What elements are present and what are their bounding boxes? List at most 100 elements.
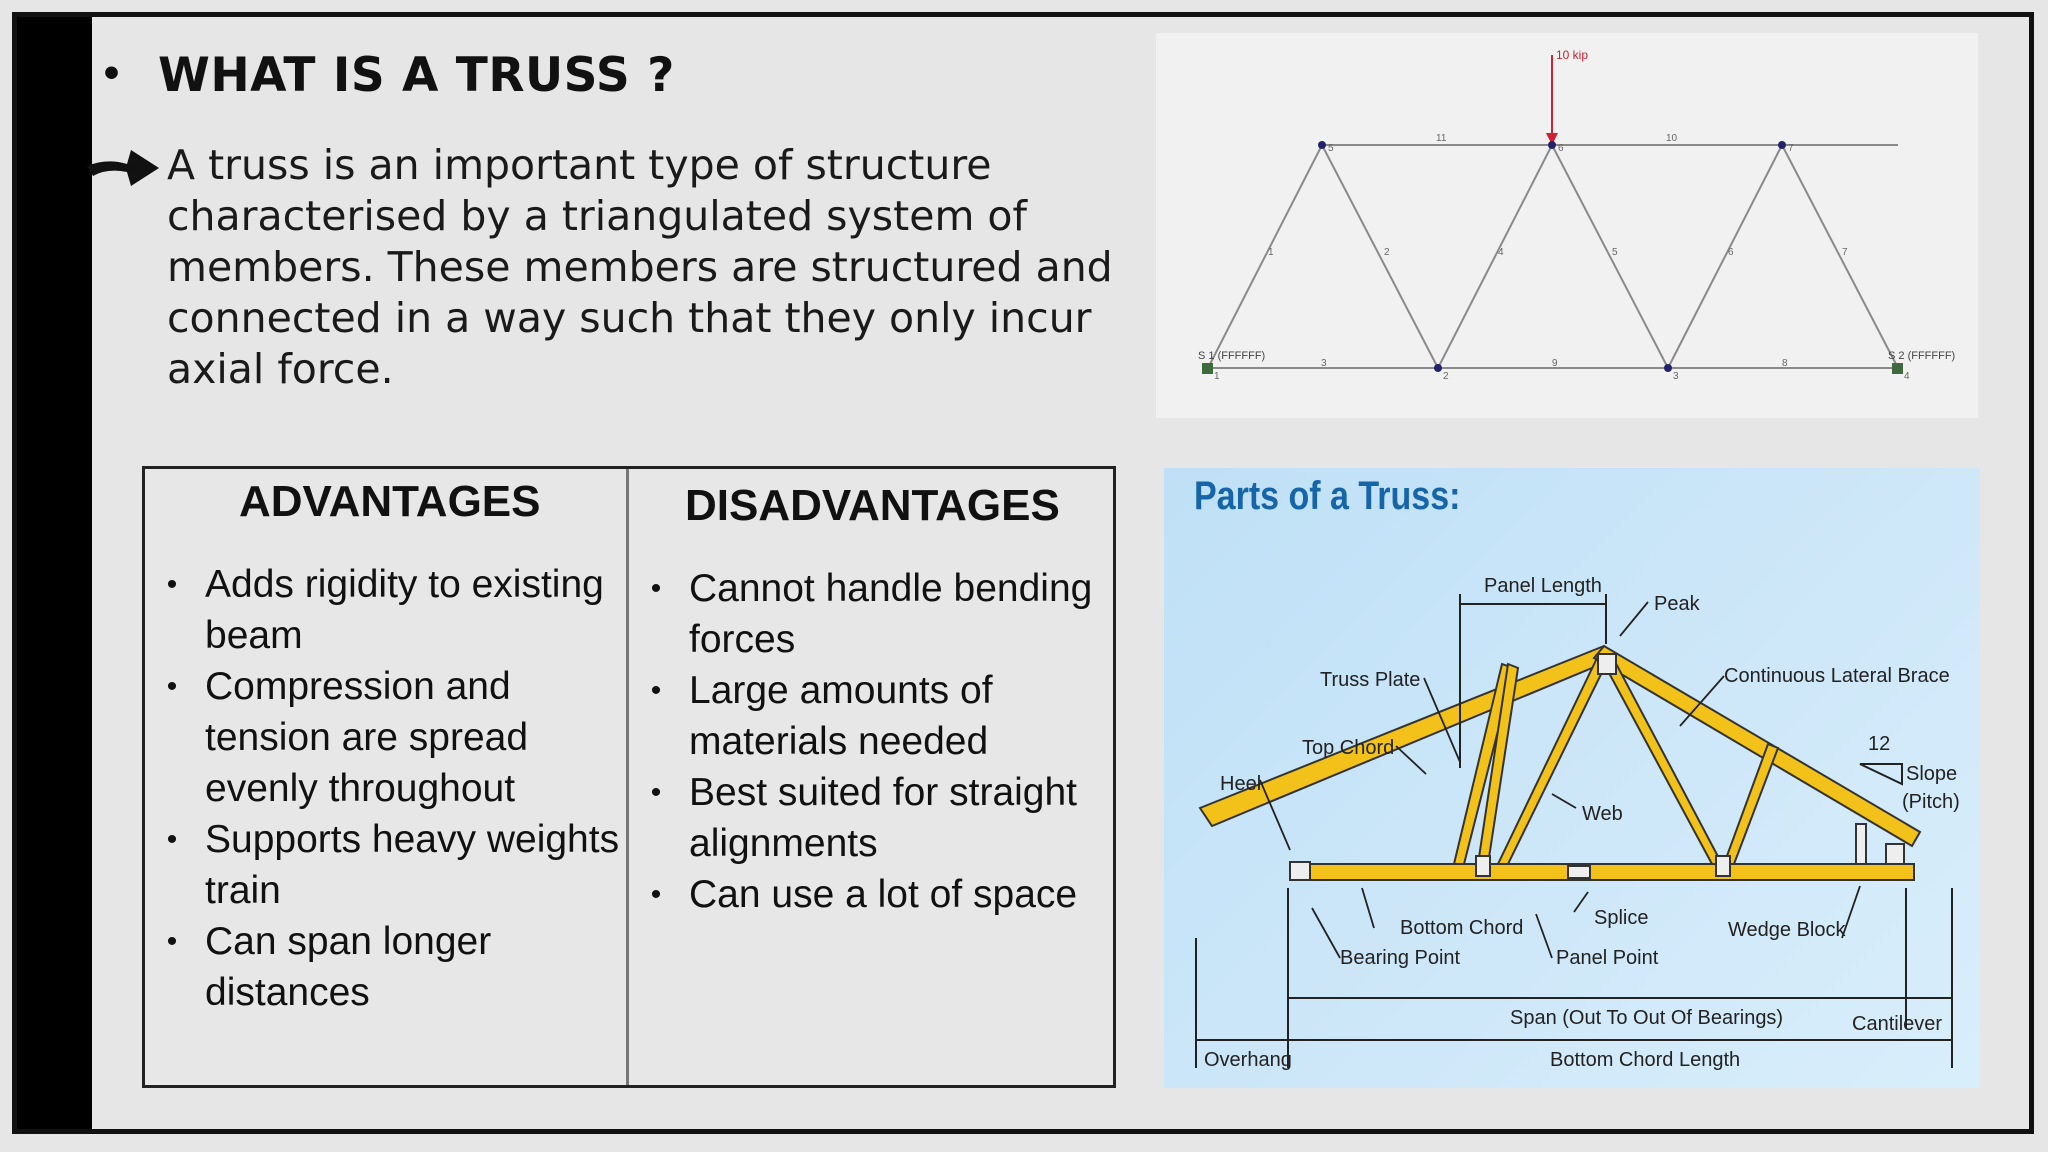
bottom-chord-length-label: Bottom Chord Length [1550,1049,1740,1071]
list-item: • Large amounts of materials needed [641,665,1111,767]
member-label: 2 [1384,247,1390,258]
advantages-list: • Adds rigidity to existing beam • Compress… [157,559,627,1018]
item-line: alignments [689,822,878,865]
truss-plate-label: Truss Plate [1320,669,1420,691]
node-label: 5 [1328,143,1334,154]
item-line: tension are spread [205,716,529,759]
slide-title: • WHAT IS A TRUSS ? [100,48,675,103]
bullet-icon: • [650,878,662,911]
item-line: distances [205,971,370,1014]
intro-paragraph: A truss is an important type of structur… [167,140,1127,395]
left-accent-bar [17,17,92,1129]
bullet-icon: • [650,776,662,809]
arrow-bullet-icon [87,150,159,186]
support-right-icon [1892,363,1903,374]
title-text: WHAT IS A TRUSS ? [158,48,675,103]
bottom-chord [1289,863,1915,881]
item-line: Large amounts of [689,669,993,712]
panel-point-label: Panel Point [1556,947,1659,969]
item-line: evenly throughout [205,767,516,810]
node-label: 2 [1443,371,1449,382]
member-label: 1 [1268,247,1274,258]
support-left-icon [1202,363,1213,374]
slope-number-label: 12 [1868,733,1890,755]
list-item: • Best suited for straight alignments [641,767,1111,869]
disadvantages-heading: DISADVANTAGES [685,481,1060,530]
node-label: 7 [1788,143,1794,154]
bullet-icon: • [650,674,662,707]
disadvantages-list: • Cannot handle bending forces • Large amou… [641,563,1111,920]
lateral-brace-label: Continuous Lateral Brace [1724,665,1950,687]
member-label: 4 [1498,247,1504,258]
node-label: 3 [1673,371,1679,382]
item-line: Adds rigidity to existing [205,563,604,606]
intro-line: axial force. [167,345,394,393]
support-left-label: S 1 (FFFFFF) [1198,350,1265,362]
heel-label: Heel [1220,773,1261,795]
member-label: 5 [1612,247,1618,258]
disadvantages-column: DISADVANTAGES • Cannot handle bending forc… [629,469,1113,1085]
item-line: train [205,869,281,912]
intro-line: members. These members are structured an… [167,243,1113,291]
item-line: Best suited for straight [689,771,1078,814]
peak-label: Peak [1654,593,1701,615]
member-label: 7 [1842,247,1848,258]
bearing-point-label: Bearing Point [1340,947,1461,969]
member-label: 9 [1552,358,1558,369]
title-bullet: • [100,54,124,95]
wedge-block-label: Wedge Block [1728,919,1846,941]
advantages-heading: ADVANTAGES [239,477,541,526]
member-label: 10 [1666,133,1678,144]
bullet-icon: • [166,823,178,856]
list-item: • Compression and tension are spread evenly… [157,661,627,814]
support-right-label: S 2 (FFFFFF) [1888,350,1955,362]
intro-line: A truss is an important type of structur… [167,141,992,189]
list-item: • Can use a lot of space [641,869,1111,920]
cantilever-label: Cantilever [1852,1013,1942,1035]
list-item: • Cannot handle bending forces [641,563,1111,665]
list-item: • Can span longer distances [157,916,627,1018]
member-label: 6 [1728,247,1734,258]
bullet-icon: • [166,670,178,703]
top-chord-label: Top Chord [1302,737,1394,759]
node-label: 6 [1558,143,1564,154]
node-label: 1 [1214,371,1220,382]
item-line: forces [689,618,796,661]
member-label: 8 [1782,358,1788,369]
item-line: materials needed [689,720,989,763]
top-chord-right [1592,644,1922,848]
item-line: Compression and [205,665,511,708]
overhang-label: Overhang [1204,1049,1292,1071]
item-line: Supports heavy weights [205,818,620,861]
parts-heading: Parts of a Truss: [1194,474,1461,518]
intro-line: characterised by a triangulated system o… [167,192,1027,240]
bullet-icon: • [166,568,178,601]
member-label: 3 [1321,358,1327,369]
parts-svg: Panel Length Peak Truss Plate Continuous… [1195,575,1960,1071]
load-label: 10 kip [1556,48,1588,62]
list-item: • Supports heavy weights train [157,814,627,916]
item-line: beam [205,614,303,657]
node-label: 4 [1904,371,1910,382]
splice-label: Splice [1594,907,1648,929]
bullet-icon: • [650,572,662,605]
bullet-icon: • [166,925,178,958]
intro-line: connected in a way such that they only i… [167,294,1092,342]
item-line: Can use a lot of space [689,873,1078,916]
list-item: • Adds rigidity to existing beam [157,559,627,661]
slope-label: Slope [1906,763,1957,785]
member-label: 11 [1436,133,1447,144]
wedge-block [1855,823,1867,865]
bottom-chord-label: Bottom Chord [1400,917,1523,939]
truss-analysis-svg: 10 kip S 1 (FFFFFF) S 2 (FFFFFF) 1 2 3 4… [1198,48,1955,382]
panel-length-label: Panel Length [1484,575,1602,597]
item-line: Cannot handle bending [689,567,1093,610]
web-label: Web [1582,803,1623,825]
pros-cons-table: ADVANTAGES • Adds rigidity to existing bea… [142,466,1116,1088]
advantages-column: ADVANTAGES • Adds rigidity to existing bea… [145,469,629,1085]
span-label: Span (Out To Out Of Bearings) [1510,1007,1783,1029]
parts-of-truss-diagram: Parts of a Truss: [1164,468,1980,1088]
pitch-label: (Pitch) [1902,791,1960,813]
item-line: Can span longer [205,920,492,963]
truss-analysis-diagram: 10 kip S 1 (FFFFFF) S 2 (FFFFFF) 1 2 3 4… [1156,33,1978,418]
